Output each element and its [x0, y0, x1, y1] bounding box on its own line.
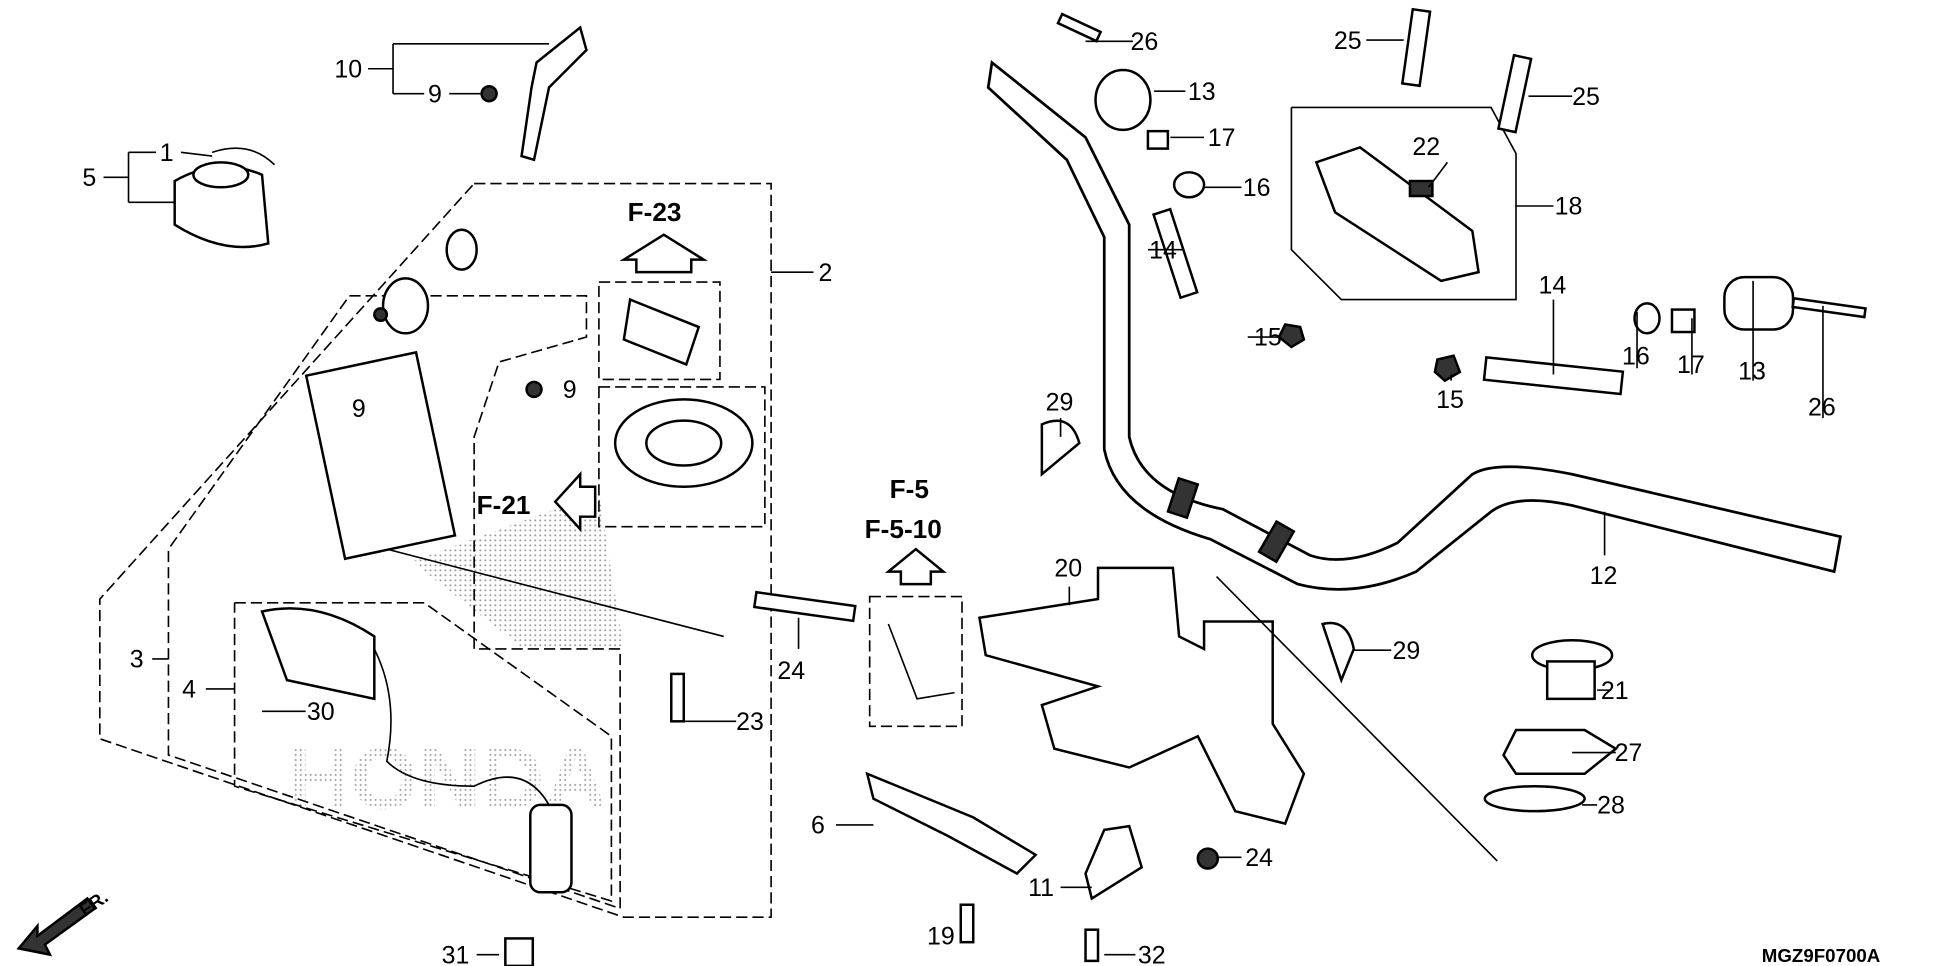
diagram-code: MGZ9F0700A — [1762, 945, 1881, 966]
arrow-up-f23 — [619, 233, 709, 274]
callout-15: 15 — [1436, 386, 1464, 414]
ref-f21[interactable]: F-21 — [477, 490, 531, 520]
callout-27: 27 — [1615, 739, 1643, 767]
callout-24: 24 — [777, 657, 805, 685]
callout-1: 1 — [160, 139, 174, 167]
callout-12: 12 — [1590, 562, 1618, 590]
callout-28: 28 — [1597, 792, 1625, 820]
group-box-3 — [167, 295, 621, 910]
cylinder-part — [622, 297, 701, 367]
arrow-up-f5 — [884, 547, 947, 586]
fr-arrow-icon — [16, 896, 97, 957]
callout-17: 17 — [1208, 124, 1236, 152]
ref-f5[interactable]: F-5 — [890, 474, 929, 504]
callout-21: 21 — [1601, 677, 1629, 705]
callout-24: 24 — [1245, 844, 1273, 872]
callout-16: 16 — [1243, 174, 1271, 202]
callout-25: 25 — [1572, 83, 1600, 111]
screw-part-26 — [1056, 12, 1103, 43]
callout-15: 15 — [1254, 324, 1282, 352]
callout-18: 18 — [1555, 193, 1583, 221]
ref-box-f23 — [598, 281, 721, 381]
nut-part-15b — [1433, 354, 1462, 383]
group-box-4 — [233, 601, 613, 903]
weight-part-13 — [1094, 68, 1152, 132]
callout-25: 25 — [1334, 27, 1362, 55]
ref-box-f5 — [868, 595, 963, 728]
callout-26: 26 — [1808, 394, 1836, 422]
callout-26: 26 — [1130, 28, 1158, 56]
callout-22: 22 — [1412, 133, 1440, 161]
callout-23: 23 — [736, 708, 764, 736]
collar-part-14 — [1151, 207, 1199, 300]
nut-part-9 — [480, 84, 498, 103]
nut-part-27 — [1502, 728, 1619, 775]
ignition-switch-assembly — [304, 228, 724, 638]
cover-part-11 — [1084, 824, 1144, 901]
connector-part-31 — [504, 937, 535, 966]
callout-29: 29 — [1046, 389, 1074, 417]
upper-holder-part-18 — [1314, 145, 1480, 283]
ref-f5-10[interactable]: F-5-10 — [865, 514, 942, 544]
ref-f23[interactable]: F-23 — [628, 197, 682, 227]
callout-2: 2 — [819, 259, 833, 287]
callout-17: 17 — [1677, 351, 1705, 379]
callout-3: 3 — [130, 646, 144, 674]
handlebar-part-12 — [986, 59, 1842, 591]
collar-part-14b — [1482, 355, 1625, 396]
bolt-part-24 — [752, 590, 857, 623]
callout-11: 11 — [1028, 874, 1054, 902]
nut-part-15 — [1277, 323, 1306, 349]
clamp-part-f5 — [887, 623, 955, 700]
band-part-29 — [1040, 419, 1081, 477]
screw-part-26b — [1791, 296, 1867, 319]
rubber-part-16 — [1172, 171, 1206, 199]
band-part-29b — [1320, 621, 1356, 684]
clip-part-17b — [1670, 308, 1696, 334]
callout-29: 29 — [1392, 637, 1420, 665]
callout-14: 14 — [1538, 271, 1566, 299]
callout-5: 5 — [82, 164, 96, 192]
callout-9: 9 — [563, 376, 577, 404]
callout-9: 9 — [352, 395, 366, 423]
group-box-18 — [1290, 106, 1517, 301]
bolt-part-32 — [1084, 928, 1100, 963]
bolt-part-25b — [1496, 53, 1533, 134]
ref-box-f21 — [598, 386, 766, 528]
key-part-10 — [520, 25, 588, 162]
rubber-part-16b — [1633, 302, 1661, 335]
callout-13: 13 — [1188, 78, 1216, 106]
arrow-left-f21 — [553, 471, 597, 533]
plate-part-22 — [1408, 179, 1434, 198]
switch-part-30 — [260, 607, 573, 894]
clip-part-17 — [1146, 129, 1170, 150]
callout-9: 9 — [428, 80, 442, 108]
group-box-2 — [99, 182, 772, 919]
callout-19: 19 — [927, 923, 955, 951]
washer-part-28 — [1483, 784, 1586, 813]
callout-30: 30 — [307, 698, 335, 726]
bolt-part-24b — [1196, 847, 1220, 870]
bolt-part-23 — [670, 672, 686, 723]
callout-31: 31 — [442, 941, 470, 966]
callout-16: 16 — [1622, 342, 1650, 370]
callout-20: 20 — [1054, 555, 1082, 583]
weight-part-13b — [1723, 275, 1795, 331]
clip-part-1 — [211, 147, 276, 166]
callout-32: 32 — [1138, 941, 1166, 966]
callout-labels: 10 9 1 5 2 9 9 3 4 30 23 31 26 13 17 16 … — [82, 27, 1835, 966]
callout-10: 10 — [334, 55, 362, 83]
bolt-part-19 — [959, 903, 975, 944]
callout-4: 4 — [182, 676, 196, 704]
callout-6: 6 — [811, 812, 825, 840]
bridge-part-20 — [978, 566, 1306, 826]
callout-13: 13 — [1738, 357, 1766, 385]
bolt-part-25a — [1400, 7, 1432, 88]
callout-14: 14 — [1149, 236, 1177, 264]
leader-lines — [103, 39, 1824, 956]
bracket-part-6 — [865, 771, 1038, 876]
